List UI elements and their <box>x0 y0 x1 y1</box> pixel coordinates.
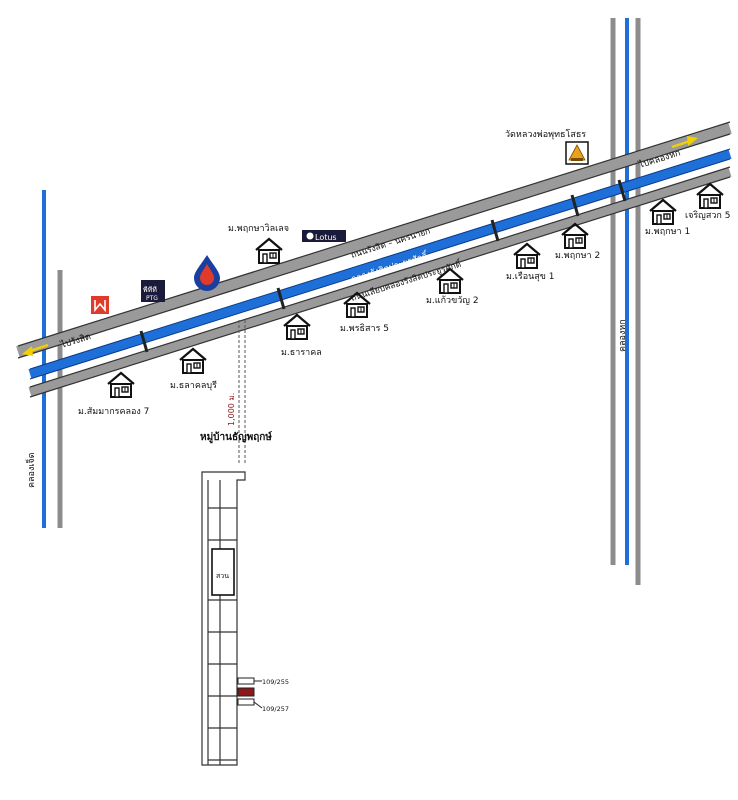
village-label-kaewkwan2: ม.แก้วขวัญ 2 <box>426 295 479 306</box>
ptt-logo-icon <box>141 280 165 302</box>
village-label-pruksa2: ม.พฤกษา 2 <box>555 251 600 261</box>
house-icon <box>106 371 136 399</box>
park-block <box>211 548 235 596</box>
park-label: สวน <box>216 572 229 580</box>
arrow-right-icon <box>671 136 698 149</box>
lot-b-label: 109/257 <box>262 705 289 713</box>
village-label-thalakolburi: ม.ธลาคลบุรี <box>170 380 217 391</box>
village-label-tharakol: ม.ธาราคล <box>281 348 322 358</box>
main-road <box>16 121 732 359</box>
arrow-left-icon <box>22 343 49 356</box>
house-icon <box>648 198 678 226</box>
soi-distance-label: 1,000 ม. <box>227 393 236 426</box>
temple-icon <box>565 141 589 165</box>
lotus-logo-icon <box>302 230 346 242</box>
village-ladder <box>201 471 246 766</box>
lot-target-box <box>237 687 255 697</box>
village-label-charoensuk5: เจริญสวก 5 <box>685 210 730 221</box>
village-label-ruensuk1: ม.เรือนสุข 1 <box>506 271 555 282</box>
left-canal-label: คลองเจ็ด <box>24 452 37 488</box>
soi-road <box>238 320 246 465</box>
house-icon <box>282 313 312 341</box>
house-icon <box>695 182 725 210</box>
village-label-pruksa1: ม.พฤกษา 1 <box>645 227 690 237</box>
fuel-drop-icon <box>194 255 220 291</box>
ptt-brand-label: พีทีที <box>143 286 157 294</box>
village-label-sammakorn7: ม.สัมมากรคลอง 7 <box>78 407 149 417</box>
main-canal <box>28 148 732 380</box>
temple-label: วัดหลวงพ่อพุทธโสธร <box>505 129 586 140</box>
red-brand-logo-icon <box>91 296 109 314</box>
lotus-label: Lotus <box>315 233 337 242</box>
village-label-pornthisan5: ม.พรธิสาร 5 <box>340 323 389 334</box>
house-icon <box>512 242 542 270</box>
lot-a-box <box>237 677 255 685</box>
house-icon <box>254 237 284 265</box>
house-icon <box>178 347 208 375</box>
village-label-pruksa-village: ม.พฤกษาวิลเลจ <box>228 223 289 234</box>
lot-a-label: 109/255 <box>262 678 289 686</box>
canal-bridges <box>139 179 627 353</box>
village-name-label: หมู่บ้านธัญพฤกษ์ <box>200 431 272 444</box>
lot-b-box <box>237 698 255 706</box>
right-canal-label: คลองหก <box>618 319 628 352</box>
ptt-sub-label: PTG <box>146 295 158 302</box>
